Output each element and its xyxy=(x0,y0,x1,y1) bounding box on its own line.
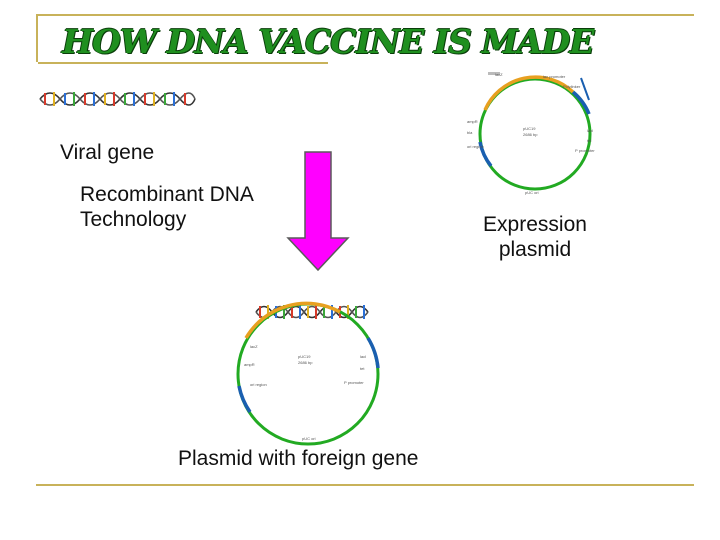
svg-text:lacZ: lacZ xyxy=(495,72,503,77)
bottom-frame-line xyxy=(36,484,694,486)
svg-text:lacZ: lacZ xyxy=(250,344,258,349)
recombinant-technology-label: Recombinant DNA Technology xyxy=(80,182,254,232)
recombinant-line-2: Technology xyxy=(80,208,187,231)
svg-text:Polylinker: Polylinker xyxy=(563,84,581,89)
recombinant-plasmid-map: lacZ ampR ori region pUC19 2686 bp lacI … xyxy=(236,301,380,446)
svg-text:tet: tet xyxy=(360,366,365,371)
slide-title: HOW DNA VACCINE IS MADE xyxy=(62,22,594,61)
svg-text:ori region: ori region xyxy=(467,144,484,149)
svg-text:ori region: ori region xyxy=(250,382,267,387)
svg-text:lac promoter: lac promoter xyxy=(543,74,566,79)
svg-text:lacI: lacI xyxy=(360,354,366,359)
top-frame-line xyxy=(36,14,694,16)
svg-text:ampR: ampR xyxy=(244,362,255,367)
expression-line-1: Expression xyxy=(483,213,587,236)
expression-plasmid-label: Expression plasmid xyxy=(470,212,600,262)
recombinant-plasmid-name: pUC19 xyxy=(298,354,311,359)
title-underline xyxy=(38,62,328,64)
recombinant-line-1: Recombinant DNA xyxy=(80,183,254,206)
svg-text:ampR: ampR xyxy=(467,119,478,124)
svg-text:tet: tet xyxy=(587,138,592,143)
svg-text:P promoter: P promoter xyxy=(575,148,595,153)
expression-plasmid-size: 2686 bp xyxy=(523,132,538,137)
svg-text:bla: bla xyxy=(467,130,473,135)
svg-text:P promoter: P promoter xyxy=(344,380,364,385)
svg-text:lacI: lacI xyxy=(587,128,593,133)
expression-plasmid-name: pUC19 xyxy=(523,126,536,131)
viral-gene-dna-icon xyxy=(39,92,196,106)
recombinant-plasmid-size: 2686 bp xyxy=(298,360,313,365)
expression-line-2: plasmid xyxy=(498,238,572,261)
svg-text:pUC ori: pUC ori xyxy=(525,190,539,195)
plasmid-foreign-gene-label: Plasmid with foreign gene xyxy=(178,447,419,470)
left-frame-line xyxy=(36,14,38,62)
down-arrow-icon xyxy=(286,151,350,272)
svg-text:pUC ori: pUC ori xyxy=(302,436,316,441)
expression-plasmid-map: lacZ lac promoter Polylinker ampR bla or… xyxy=(467,72,595,195)
viral-gene-label: Viral gene xyxy=(60,141,155,164)
